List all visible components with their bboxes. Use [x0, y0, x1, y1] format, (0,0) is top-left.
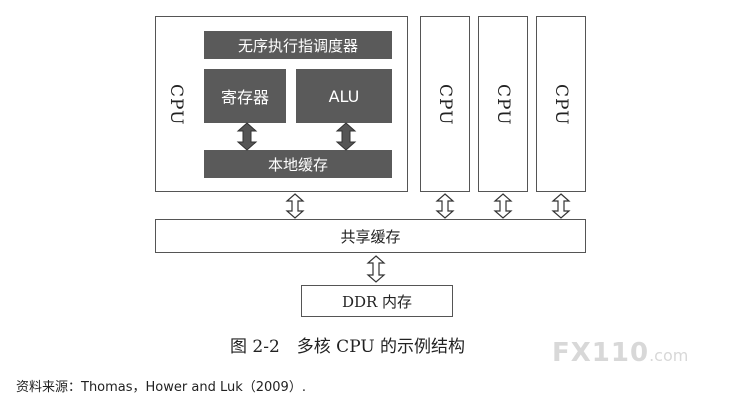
cpu-label-3: CPU: [493, 84, 513, 126]
watermark-suffix: .com: [649, 346, 689, 365]
cpu3-shared-arrow: [493, 193, 513, 219]
cpu-box-4: [536, 16, 586, 192]
watermark-brand: FX110: [552, 338, 650, 368]
alu-block: ALU: [296, 69, 392, 123]
cpu-box-2: [420, 16, 470, 192]
register-block: 寄存器: [204, 69, 286, 123]
main-cpu-label: CPU: [166, 84, 186, 126]
source-note: 资料来源：Thomas，Hower and Luk（2009）.: [16, 380, 306, 395]
cpu4-shared-arrow: [551, 193, 571, 219]
scheduler-block: 无序执行指调度器: [204, 31, 392, 59]
cpu-label-2: CPU: [435, 84, 455, 126]
figure-caption: 图 2-2 多核 CPU 的示例结构: [230, 337, 466, 357]
cpu-box-3: [478, 16, 528, 192]
shared-cache-box: 共享缓存: [155, 219, 586, 253]
cpu-label-4: CPU: [551, 84, 571, 126]
watermark-logo: FX110.com: [552, 338, 712, 368]
alu-cache-arrow: [335, 122, 357, 151]
ddr-memory-box: DDR 内存: [301, 285, 453, 317]
local-cache-block: 本地缓存: [204, 150, 392, 178]
cpu2-shared-arrow: [435, 193, 455, 219]
cpu1-shared-arrow: [285, 193, 305, 219]
shared-memory-arrow: [366, 255, 386, 283]
register-cache-arrow: [236, 122, 258, 151]
